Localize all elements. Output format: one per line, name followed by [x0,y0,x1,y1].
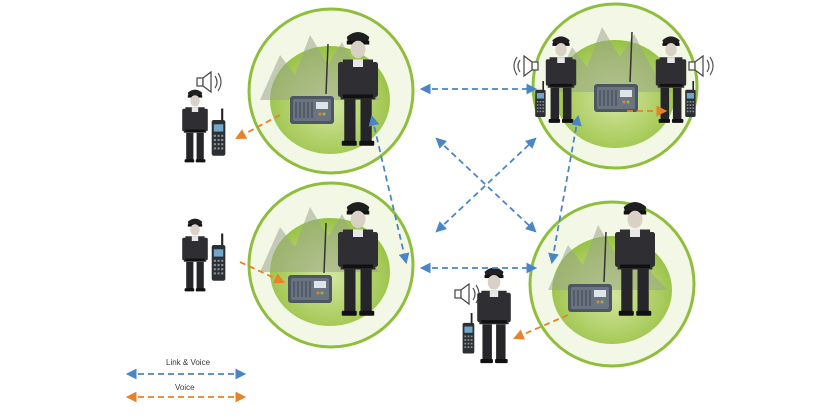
legend-link-voice-label: Link & Voice [166,358,211,367]
outside-user-top-left [182,71,226,163]
outside-user-bottom [454,267,511,364]
walkie-talkie-icon [211,108,226,156]
zone-top-left [247,7,415,175]
zone-bottom-right [528,200,696,368]
link-diagonal-up [435,137,537,233]
legend-voice-label: Voice [175,383,195,392]
outside-user-mid-left [182,218,226,292]
zone-bottom-left [247,181,415,349]
police-officer-icon [182,89,208,163]
zone-top-right [513,2,714,170]
link-left-vertical [368,114,410,265]
police-officer-icon [477,267,511,364]
police-officer-icon [182,218,208,292]
voice-link-mid-left [239,261,285,284]
speaker-icon [196,71,222,93]
speaker-icon [454,283,480,305]
legend: Link & Voice Voice [125,358,247,403]
link-right-vertical [548,114,582,265]
walkie-talkie-icon [462,313,475,354]
voice-link-top-left [235,114,281,140]
walkie-talkie-icon [211,233,226,281]
